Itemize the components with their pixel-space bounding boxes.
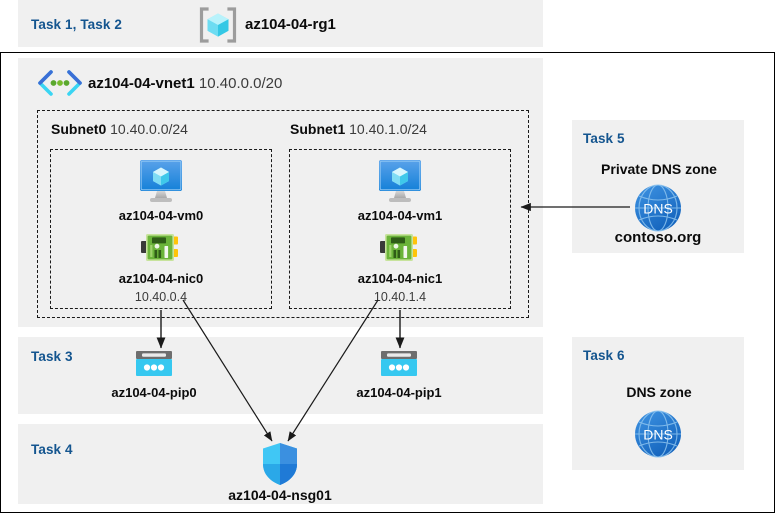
subnets-container bbox=[37, 110, 529, 318]
subnet0-title: Subnet0 10.40.0.0/24 bbox=[51, 121, 188, 137]
task-6-heading: DNS zone bbox=[626, 384, 692, 400]
subnet0-name: Subnet0 bbox=[51, 121, 107, 137]
subnet1-cidr: 10.40.1.0/24 bbox=[349, 121, 427, 137]
subnet1-title: Subnet1 10.40.1.0/24 bbox=[290, 121, 427, 137]
vnet-name-text: az104-04-vnet1 bbox=[88, 75, 195, 92]
subnet1-vm-name: az104-04-vm1 bbox=[357, 208, 443, 223]
public-ip-1-name: az104-04-pip1 bbox=[356, 385, 442, 400]
subnet0-box bbox=[50, 149, 272, 309]
resource-group-icon bbox=[198, 7, 238, 43]
task-4-label: Task 4 bbox=[31, 442, 73, 457]
subnet0-nic-name: az104-04-nic0 bbox=[118, 271, 204, 286]
private-dns-zone-icon: DNS bbox=[632, 182, 684, 234]
subnet1-network-interface-icon bbox=[380, 231, 420, 266]
resource-group-name: az104-04-rg1 bbox=[245, 16, 336, 33]
vnet-address-space: 10.40.0.0/20 bbox=[198, 75, 283, 92]
subnet1-virtual-machine-icon bbox=[375, 158, 425, 206]
private-dns-icon-text: DNS bbox=[643, 201, 673, 217]
subnet0-network-interface-icon bbox=[141, 231, 181, 266]
vnet-panel bbox=[18, 58, 543, 327]
task-3-label: Task 3 bbox=[31, 349, 73, 364]
dns-icon-text: DNS bbox=[643, 427, 673, 443]
subnet1-nic-name: az104-04-nic1 bbox=[357, 271, 443, 286]
subnet0-cidr: 10.40.0.0/24 bbox=[110, 121, 188, 137]
subnet1-box bbox=[289, 149, 511, 309]
nsg-name: az104-04-nsg01 bbox=[228, 487, 332, 503]
subnet0-vm-name: az104-04-vm0 bbox=[118, 208, 204, 223]
task-1-2-label: Task 1, Task 2 bbox=[31, 17, 122, 32]
subnet1-nic-ip: 10.40.1.4 bbox=[373, 290, 427, 304]
public-ip-0-icon bbox=[134, 350, 174, 380]
vnet-name: az104-04-vnet1 10.40.0.0/20 bbox=[88, 75, 282, 92]
diagram-outer-border bbox=[0, 52, 775, 513]
task-3-panel bbox=[18, 337, 543, 414]
public-ip-0-name: az104-04-pip0 bbox=[111, 385, 197, 400]
resource-group-header-panel bbox=[18, 0, 543, 47]
virtual-network-icon bbox=[36, 69, 84, 97]
task-5-heading: Private DNS zone bbox=[601, 161, 717, 177]
subnet1-name: Subnet1 bbox=[290, 121, 346, 137]
public-ip-1-icon bbox=[379, 350, 419, 380]
subnet0-nic-ip: 10.40.0.4 bbox=[134, 290, 188, 304]
subnet0-virtual-machine-icon bbox=[136, 158, 186, 206]
task-5-zone-name: contoso.org bbox=[614, 229, 702, 246]
task-5-label: Task 5 bbox=[583, 131, 625, 146]
network-security-group-icon bbox=[261, 442, 299, 486]
task-6-label: Task 6 bbox=[583, 348, 625, 363]
dns-zone-icon: DNS bbox=[632, 408, 684, 460]
